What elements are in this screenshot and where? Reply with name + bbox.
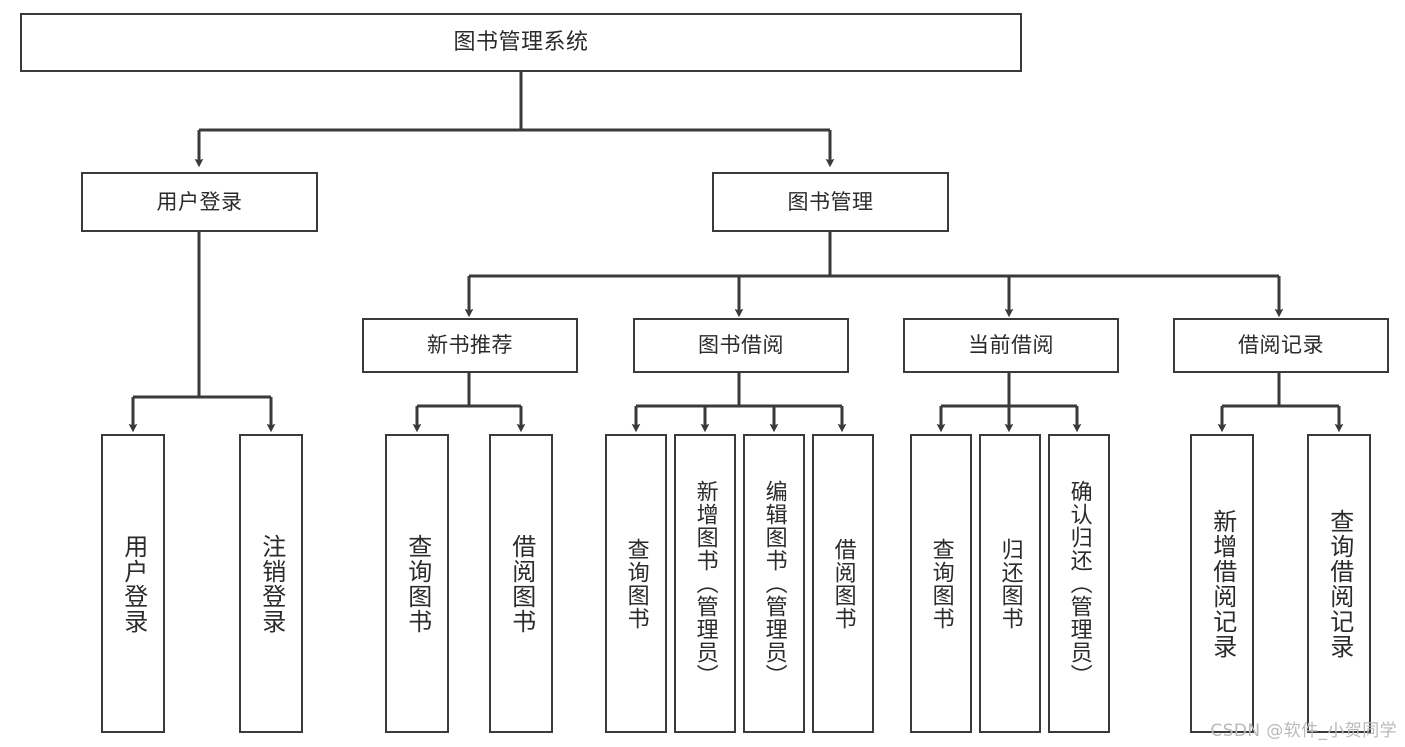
node-label: 图书管理系统 xyxy=(453,29,589,55)
node-label: 用户登录 xyxy=(156,189,243,214)
node-label: 新增借阅记录 xyxy=(1208,508,1237,659)
node-label: 编辑图书（管理员） xyxy=(761,480,787,687)
node-leaf-query-book-1[interactable]: 查询图书 xyxy=(385,434,449,733)
node-user-login[interactable]: 用户登录 xyxy=(81,172,318,232)
node-current-borrow[interactable]: 当前借阅 xyxy=(903,318,1119,373)
node-leaf-borrow-book-2[interactable]: 借阅图书 xyxy=(812,434,874,733)
node-root-book-management-system[interactable]: 图书管理系统 xyxy=(20,13,1022,72)
node-label: 用户登录 xyxy=(119,533,148,634)
node-label: 查询图书 xyxy=(403,533,432,634)
node-new-book-recommend[interactable]: 新书推荐 xyxy=(362,318,578,373)
node-book-borrow[interactable]: 图书借阅 xyxy=(633,318,849,373)
node-label: 查询图书 xyxy=(623,537,649,630)
node-label: 图书管理 xyxy=(787,189,874,214)
node-label: 查询图书 xyxy=(928,537,954,630)
node-label: 借阅记录 xyxy=(1238,333,1324,358)
node-leaf-query-record[interactable]: 查询借阅记录 xyxy=(1307,434,1371,733)
node-borrow-record[interactable]: 借阅记录 xyxy=(1173,318,1389,373)
node-leaf-edit-book[interactable]: 编辑图书（管理员） xyxy=(743,434,805,733)
node-leaf-add-book[interactable]: 新增图书（管理员） xyxy=(674,434,736,733)
node-leaf-query-book-2[interactable]: 查询图书 xyxy=(605,434,667,733)
csdn-watermark: CSDN @软件_小贺同学 xyxy=(1210,721,1397,741)
node-leaf-confirm-return[interactable]: 确认归还（管理员） xyxy=(1048,434,1110,733)
node-leaf-borrow-book-1[interactable]: 借阅图书 xyxy=(489,434,553,733)
node-label: 新增图书（管理员） xyxy=(692,480,718,687)
node-leaf-user-logout[interactable]: 注销登录 xyxy=(239,434,303,733)
node-label: 新书推荐 xyxy=(427,333,513,358)
node-leaf-user-login[interactable]: 用户登录 xyxy=(101,434,165,733)
node-label: 借阅图书 xyxy=(507,533,536,634)
node-label: 借阅图书 xyxy=(830,537,856,630)
node-label: 注销登录 xyxy=(257,533,286,634)
node-label: 查询借阅记录 xyxy=(1325,508,1354,659)
node-label: 当前借阅 xyxy=(968,333,1054,358)
node-book-management[interactable]: 图书管理 xyxy=(712,172,949,232)
node-leaf-add-record[interactable]: 新增借阅记录 xyxy=(1190,434,1254,733)
node-label: 图书借阅 xyxy=(698,333,784,358)
node-label: 确认归还（管理员） xyxy=(1066,480,1092,687)
node-label: 归还图书 xyxy=(997,537,1023,630)
node-leaf-return-book[interactable]: 归还图书 xyxy=(979,434,1041,733)
node-leaf-query-book-3[interactable]: 查询图书 xyxy=(910,434,972,733)
